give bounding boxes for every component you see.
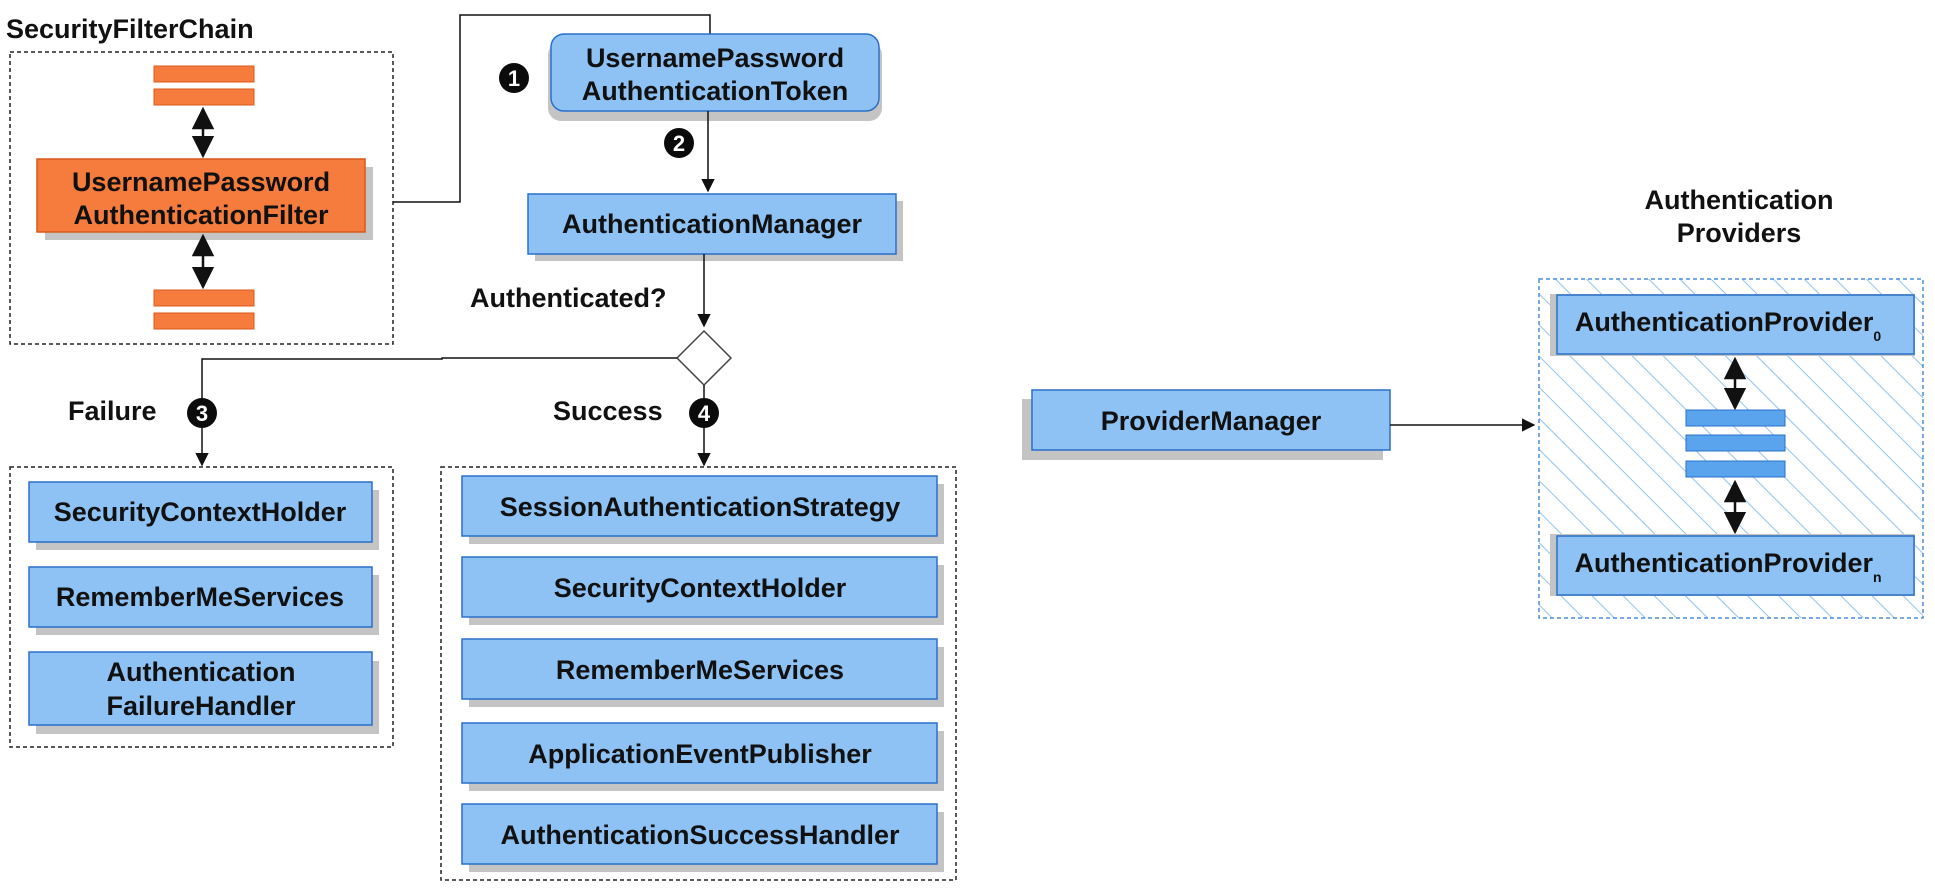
decision-label: Authenticated?	[470, 283, 667, 313]
success-application-event-publisher	[461, 722, 938, 784]
failure-branch-arrow	[195, 357, 677, 467]
failure-handler-line1: Authentication	[107, 657, 296, 687]
failure-security-context-holder	[28, 481, 373, 543]
step-3-bullet: 3	[187, 398, 217, 428]
failure-item-label: SecurityContextHolder	[54, 497, 347, 527]
success-item-label: SessionAuthenticationStrategy	[500, 492, 901, 522]
step-4-bullet: 4	[689, 398, 719, 428]
provider-last-label: AuthenticationProvidern	[1574, 548, 1881, 585]
success-container	[440, 466, 957, 881]
failure-item-label: RememberMeServices	[56, 582, 344, 612]
failure-remember-me-services	[28, 566, 373, 628]
success-item-label: AuthenticationSuccessHandler	[500, 820, 900, 850]
step-1-bullet: 1	[499, 63, 529, 93]
token-label-line2: AuthenticationToken	[582, 76, 849, 106]
failure-authentication-failure-handler	[28, 651, 373, 726]
success-remember-me-services	[461, 638, 938, 700]
filter-stack-bottom	[153, 289, 255, 330]
svg-text:3: 3	[196, 401, 208, 426]
provider-manager	[1031, 389, 1391, 451]
filter-label-line1: UsernamePassword	[72, 167, 330, 197]
filter-to-token-connector	[393, 14, 711, 203]
provider-stack	[1685, 409, 1786, 478]
provider-manager-label: ProviderManager	[1101, 406, 1322, 436]
authentication-provider-last	[1556, 535, 1915, 596]
provider-first-label: AuthenticationProvider0	[1575, 307, 1882, 344]
providers-title-line1: Authentication	[1645, 185, 1834, 215]
failure-handler-line2: FailureHandler	[106, 691, 296, 721]
filter-label-line2: AuthenticationFilter	[74, 200, 329, 230]
svg-text:4: 4	[698, 401, 711, 426]
success-session-authentication-strategy	[461, 475, 938, 537]
providers-title-line2: Providers	[1677, 218, 1802, 248]
failure-container	[9, 466, 394, 748]
filter-chain-container	[9, 51, 394, 345]
failure-label: Failure	[68, 396, 157, 426]
username-password-authentication-filter	[36, 158, 366, 233]
decision-diamond	[675, 329, 733, 387]
success-label: Success	[553, 396, 663, 426]
authentication-manager	[527, 193, 897, 255]
success-security-context-holder	[461, 556, 938, 618]
token-label-line1: UsernamePassword	[586, 43, 844, 73]
filter-stack-top	[153, 65, 255, 106]
success-item-label: SecurityContextHolder	[554, 573, 847, 603]
svg-text:1: 1	[508, 66, 520, 91]
success-item-label: RememberMeServices	[556, 655, 844, 685]
success-authentication-success-handler	[461, 803, 938, 865]
step-2-bullet: 2	[664, 128, 694, 158]
svg-text:2: 2	[673, 131, 685, 156]
username-password-authentication-token	[550, 33, 880, 112]
authentication-provider-first	[1556, 294, 1915, 355]
manager-label: AuthenticationManager	[562, 209, 863, 239]
success-item-label: ApplicationEventPublisher	[528, 739, 872, 769]
filter-chain-title: SecurityFilterChain	[6, 14, 254, 44]
